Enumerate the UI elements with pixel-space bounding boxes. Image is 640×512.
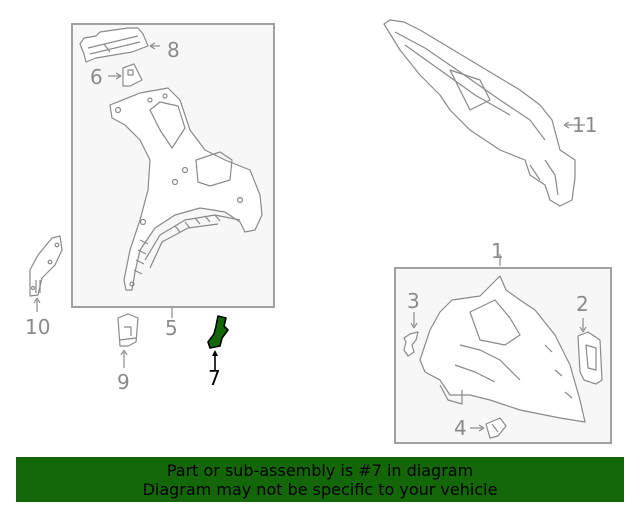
part-11-drawing — [383, 19, 585, 207]
callout-3[interactable]: 3 — [407, 289, 420, 313]
part-3-drawing — [403, 312, 419, 357]
banner-line-disclaimer: Diagram may not be specific to your vehi… — [142, 480, 498, 499]
part-8-drawing — [79, 27, 160, 63]
callout-11[interactable]: 11 — [572, 113, 598, 137]
part-9-drawing — [117, 313, 139, 368]
part-4-drawing — [470, 417, 507, 439]
part-7-drawing — [207, 315, 229, 370]
banner-line-part-number: Part or sub-assembly is #7 in diagram — [166, 461, 474, 480]
part-info-banner: Part or sub-assembly is #7 in diagram Di… — [16, 457, 624, 502]
callout-5[interactable]: 5 — [165, 316, 178, 340]
callout-8[interactable]: 8 — [167, 38, 180, 62]
callout-7[interactable]: 7 — [208, 366, 221, 390]
callout-10[interactable]: 10 — [25, 315, 51, 339]
part-2-drawing — [577, 318, 603, 385]
callout-9[interactable]: 9 — [117, 370, 130, 394]
callout-1[interactable]: 1 — [491, 239, 504, 263]
callout-4[interactable]: 4 — [454, 416, 467, 440]
part-6-drawing — [108, 63, 143, 87]
part-1-drawing — [419, 254, 586, 423]
callout-6[interactable]: 6 — [90, 65, 103, 89]
callout-2[interactable]: 2 — [576, 292, 589, 316]
part-10-drawing — [29, 235, 63, 312]
part-5-drawing — [109, 87, 263, 291]
